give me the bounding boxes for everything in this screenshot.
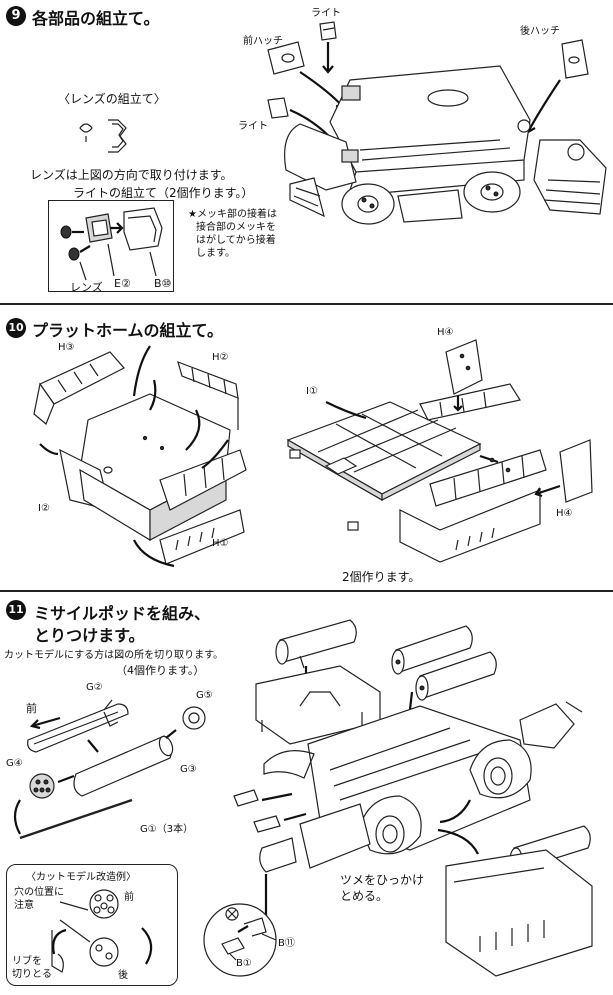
label-h4-right: H④ (556, 508, 573, 519)
label-i1: I① (306, 386, 318, 397)
step-11-title-line-1: ミサイルポッドを組み、 (34, 604, 211, 623)
light-assembly-note: ライトの組立て（2個作ります。） (73, 186, 254, 200)
label-h4-top: H④ (437, 327, 454, 338)
section-separator-1 (0, 303, 613, 305)
step-11-number: 11 (6, 600, 26, 620)
label-h2: H② (212, 352, 229, 363)
label-rear-hatch: 後ハッチ (520, 26, 560, 37)
label-g2: G② (86, 682, 103, 693)
mekki-note-line-4: します。 (196, 248, 235, 259)
label-g4: G④ (6, 758, 23, 769)
hole-position-note: 穴の位置に 注意 (14, 886, 64, 912)
label-g1: G①（3本） (140, 824, 194, 835)
make-two-note: 2個作ります。 (342, 570, 421, 584)
section-separator-2 (0, 590, 613, 592)
hole-note-line-2: 注意 (14, 900, 34, 911)
label-b11: B⑪ (278, 938, 295, 949)
tsume-note-line-2: とめる。 (340, 889, 389, 903)
label-g3: G③ (180, 764, 197, 775)
label-b1: B① (236, 958, 252, 969)
hole-note-line-1: 穴の位置に (14, 887, 64, 898)
label-light-top: ライト (311, 8, 341, 19)
label-light-left: ライト (238, 121, 268, 132)
step-9-number: 9 (6, 6, 26, 26)
label-g5: G⑤ (196, 690, 213, 701)
label-b10: B⑩ (154, 277, 172, 290)
tsume-note: ツメをひっかけ とめる。 (340, 872, 424, 904)
mekki-note-line-2: 接合部のメッキを (196, 222, 276, 233)
tsume-note-line-1: ツメをひっかけ (340, 873, 425, 887)
cut-model-note: カットモデルにする方は図の所を切り取ります。 (4, 650, 224, 661)
step-10-title: プラットホームの組立て。 (32, 321, 224, 340)
make-four-note: （4個作ります。） (116, 664, 205, 677)
step-9-title: 各部品の組立て。 (32, 9, 160, 28)
rib-note-line-2: 切りとる (12, 969, 52, 980)
lens-direction-note: レンズは上図の方向で取り付けます。 (30, 168, 233, 182)
step-10-number: 10 (6, 318, 26, 338)
label-front-2: 前 (124, 892, 134, 903)
step-11-title-line-2: とりつけます。 (34, 626, 145, 645)
cut-model-example-box (6, 864, 178, 986)
mekki-note-line-3: はがしてから接着 (196, 235, 276, 246)
mekki-note: ★メッキ部の接着は 接合部のメッキを はがしてから接着 します。 (188, 208, 277, 260)
cut-model-example-title: 〈カットモデル改造例〉 (26, 872, 136, 883)
rib-note-line-1: リブを (12, 956, 42, 967)
label-front-hatch: 前ハッチ (243, 36, 283, 47)
label-lens: レンズ (70, 281, 103, 294)
label-rear: 後 (118, 970, 128, 981)
label-i2: I② (38, 503, 50, 514)
light-assembly-box (48, 200, 174, 292)
label-h1: H① (212, 538, 229, 549)
rib-cut-note: リブを 切りとる (12, 955, 52, 981)
lens-assembly-caption: 〈レンズの組立て〉 (58, 92, 166, 106)
mekki-note-line-1: ★メッキ部の接着は (188, 209, 277, 220)
label-front: 前 (26, 702, 37, 715)
label-e2: E② (114, 277, 131, 290)
label-h3: H③ (58, 342, 75, 353)
